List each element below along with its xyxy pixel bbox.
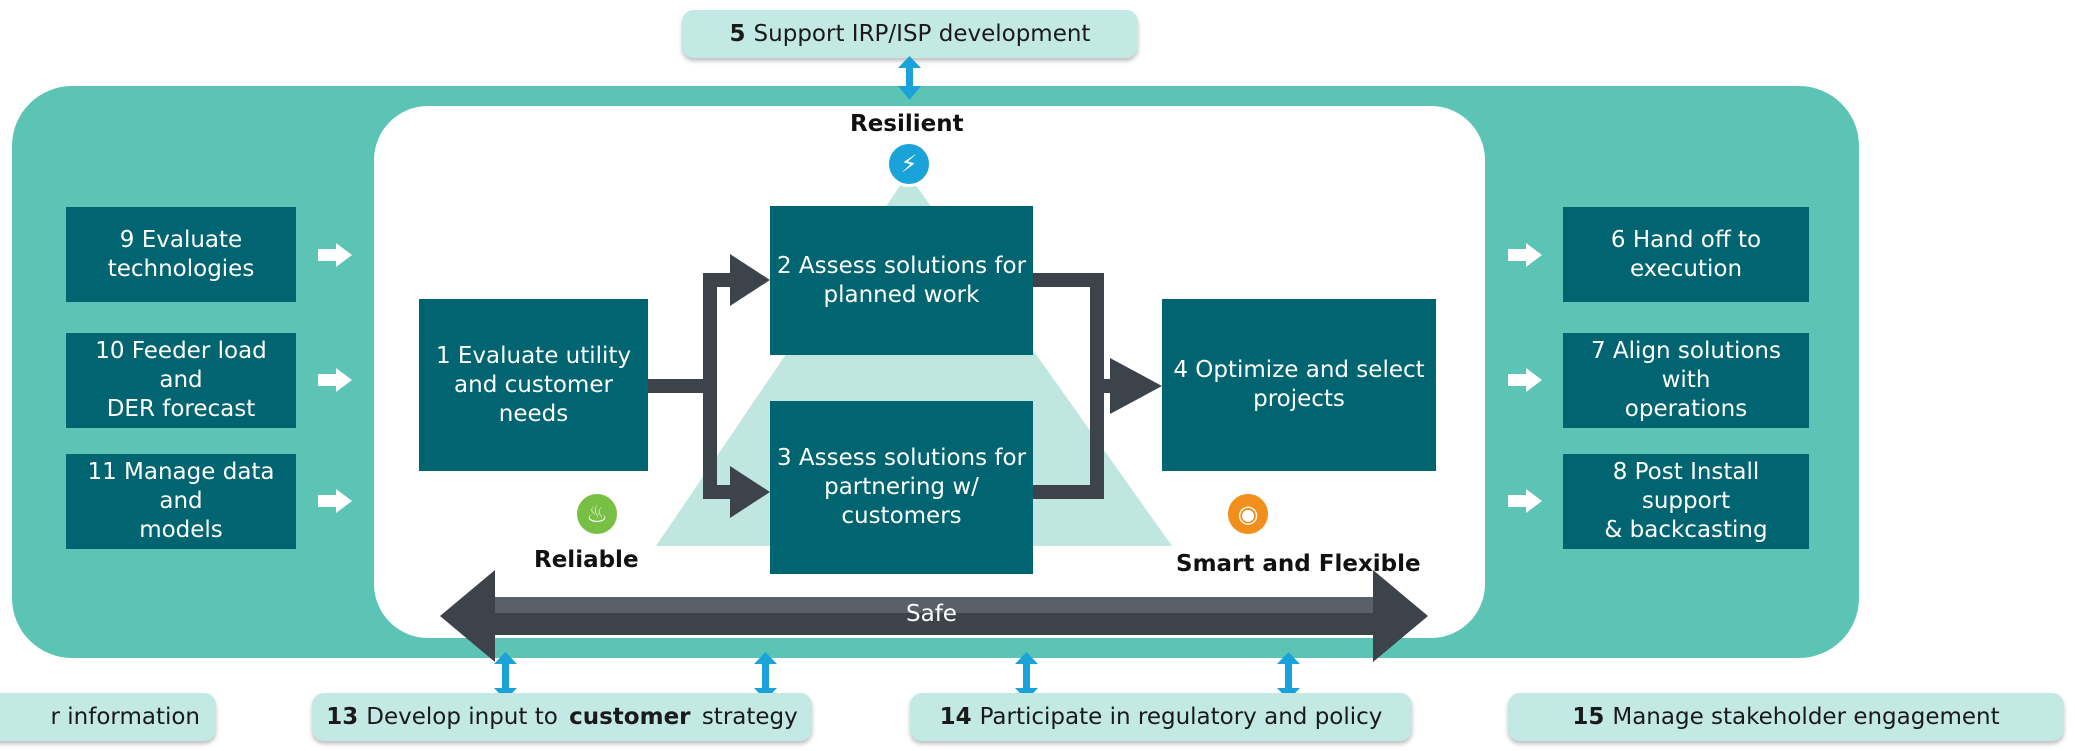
support-irp-isp-pill: 5 Support IRP/ISP development bbox=[682, 10, 1138, 58]
flow-connectors bbox=[648, 273, 1110, 499]
pill-number: 13 bbox=[326, 704, 359, 730]
pill-text: Participate in regulatory and policy bbox=[979, 704, 1383, 730]
lightning-icon: ⚡ bbox=[886, 141, 932, 187]
feeder-load-forecast-box: 10 Feeder load and DER forecast bbox=[66, 333, 296, 428]
right-white-arrows bbox=[1508, 243, 1542, 513]
dial-icon: ◉ bbox=[1225, 491, 1271, 537]
hand-off-execution-box: 6 Hand off to execution bbox=[1563, 207, 1809, 302]
left-white-arrows bbox=[318, 243, 352, 513]
optimize-select-box: 4 Optimize and select projects bbox=[1162, 299, 1436, 471]
flow-arrowheads bbox=[730, 254, 1162, 518]
assess-partnering-box: 3 Assess solutions for partnering w/ cus… bbox=[770, 401, 1033, 574]
evaluate-needs-box: 1 Evaluate utility and customer needs bbox=[419, 299, 648, 471]
safe-label: Safe bbox=[906, 601, 957, 627]
customer-strategy-pill: 13 Develop input to customer strategy bbox=[312, 693, 812, 741]
pill-number: 15 bbox=[1572, 704, 1605, 730]
smart-flexible-label: Smart and Flexible bbox=[1176, 551, 1421, 577]
pill-text: Support IRP/ISP development bbox=[753, 21, 1091, 47]
pill-text: Manage stakeholder engagement bbox=[1612, 704, 2000, 730]
align-operations-box: 7 Align solutions with operations bbox=[1563, 333, 1809, 428]
heat-waves-icon: ♨ bbox=[574, 491, 620, 537]
customer-information-pill: r information bbox=[0, 693, 216, 741]
manage-data-models-box: 11 Manage data and models bbox=[66, 454, 296, 549]
pill-text-post: strategy bbox=[694, 704, 798, 730]
post-install-box: 8 Post Install support & backcasting bbox=[1563, 454, 1809, 549]
assess-planned-work-box: 2 Assess solutions for planned work bbox=[770, 206, 1033, 355]
pill-number: 14 bbox=[939, 704, 972, 730]
evaluate-technologies-box: 9 Evaluate technologies bbox=[66, 207, 296, 302]
pill-text: r information bbox=[50, 704, 200, 730]
reliable-label: Reliable bbox=[534, 547, 639, 573]
safe-double-arrow bbox=[440, 570, 1428, 662]
resilient-label: Resilient bbox=[850, 111, 964, 137]
pill-number: 5 bbox=[729, 21, 746, 47]
regulatory-policy-pill: 14 Participate in regulatory and policy bbox=[910, 693, 1412, 741]
pill-text-pre: Develop input to bbox=[366, 704, 566, 730]
pill-text-bold: customer bbox=[569, 704, 691, 730]
stakeholder-engagement-pill: 15 Manage stakeholder engagement bbox=[1508, 693, 2064, 741]
top-double-arrow bbox=[898, 56, 921, 100]
